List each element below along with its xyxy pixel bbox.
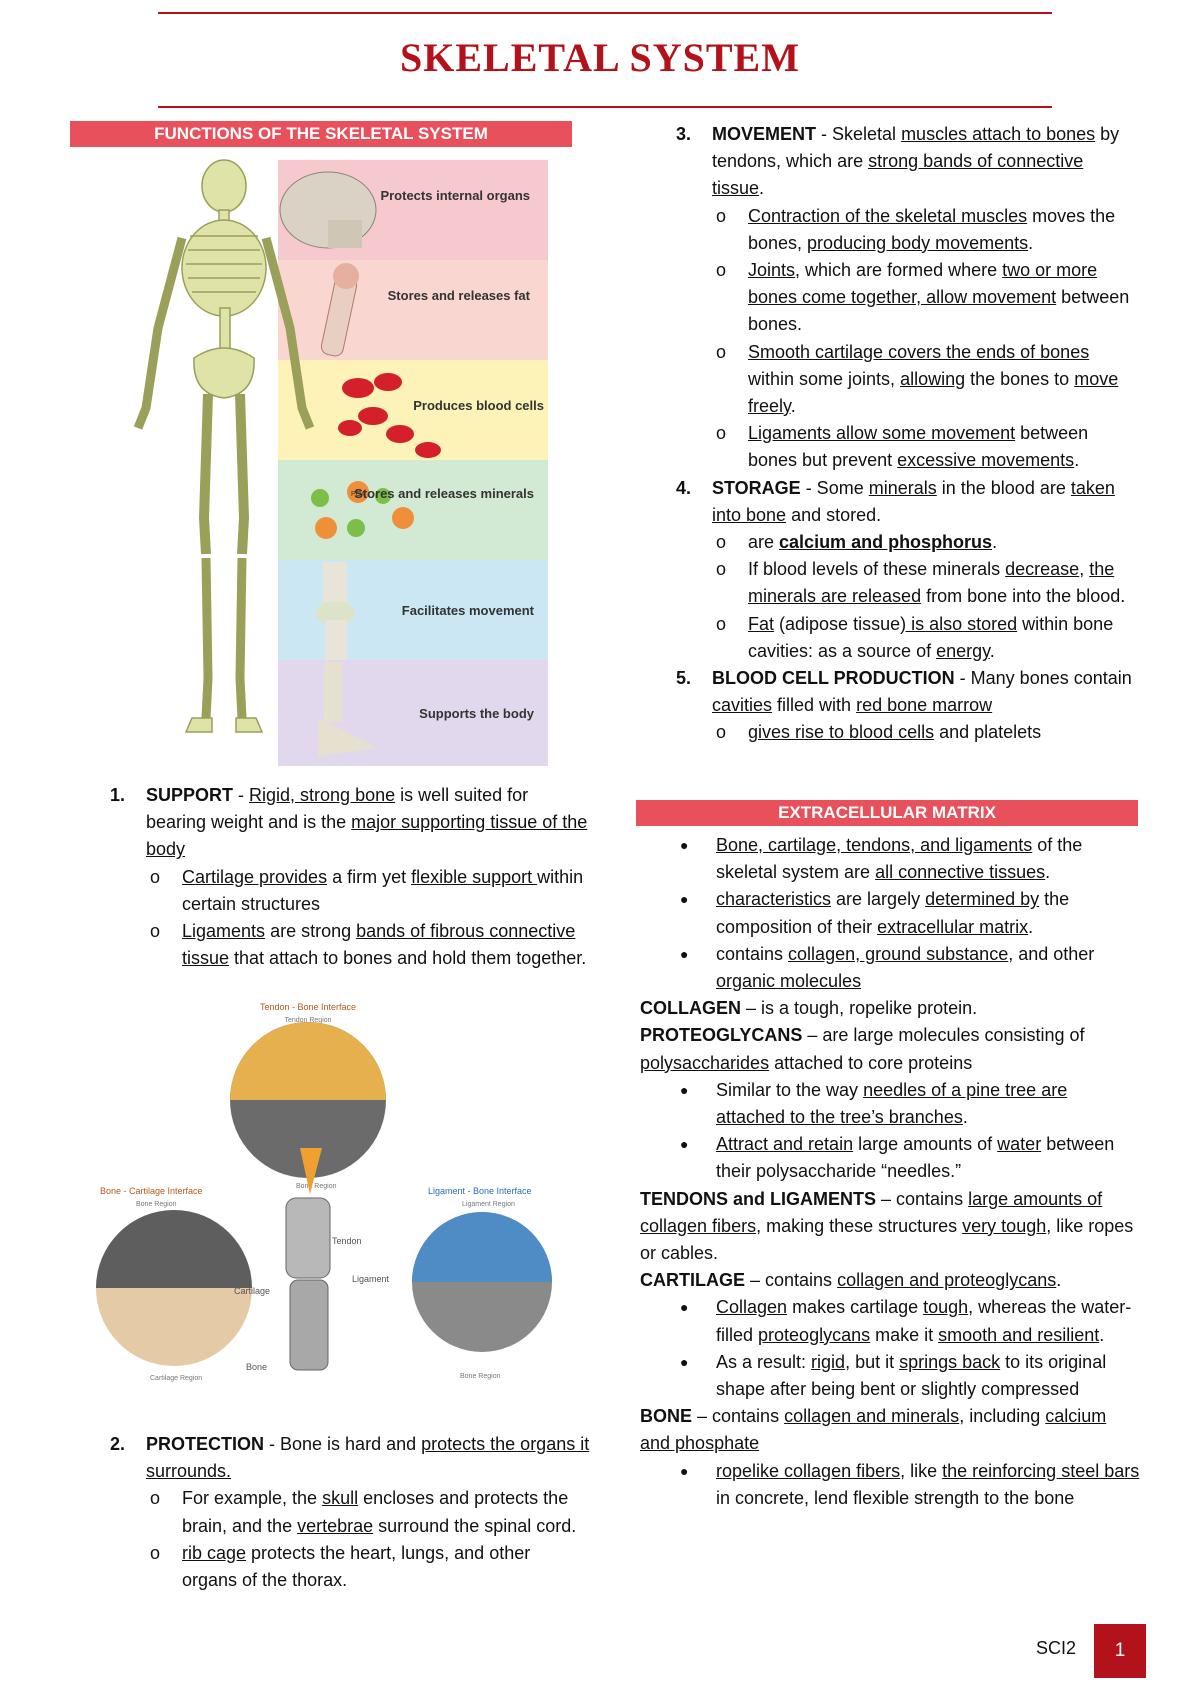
foot-icon [318,662,378,756]
storage-item: 4.STORAGE - Some minerals in the blood a… [676,477,1115,525]
skeleton-figure [133,159,315,733]
tendon-region-label: Tendon Region [284,1017,331,1024]
interface-figure: Tendon - Bone Interface Tendon Region Bo… [96,1002,552,1382]
bone-region-right: Bone Region [460,1373,501,1380]
tendon-label: Tendon [332,1236,362,1246]
bone-cartilage-label: Bone - Cartilage Interface [100,1186,203,1196]
matrix-section: ●Bone, cartilage, tendons, and ligaments… [640,835,1140,1508]
label-fat: Stores and releases fat [388,288,531,303]
footer-label: SCI2 [1036,1638,1077,1658]
mineral-tag: PO4 [351,491,365,498]
skull-icon [279,171,377,249]
ligament-bone-label: Ligament - Bone Interface [428,1186,532,1196]
functions-banner: FUNCTIONS OF THE SKELETAL SYSTEM [70,121,572,147]
label-blood: Produces blood cells [413,398,544,413]
minerals-icon [311,481,414,539]
knee-icon [315,562,355,660]
bone-region-left: Bone Region [136,1201,177,1208]
bone-icon [320,263,359,357]
support-section: 1.SUPPORT - Rigid, strong bone is well s… [110,785,588,969]
title-rule [158,106,1052,108]
ligament-region-label: Ligament Region [462,1201,515,1208]
page-number: 1 [1094,1624,1146,1678]
movement-item: 3.MOVEMENT - Skeletal muscles attach to … [676,124,1120,199]
label-supports: Supports the body [419,706,535,721]
blood-cells-icon [338,373,441,458]
blood-item: 5.BLOOD CELL PRODUCTION - Many bones con… [676,668,1132,716]
bone-region-top: Bone Region [296,1183,337,1190]
page-title: SKELETAL SYSTEM [400,35,800,80]
knee-joint-drawing [285,1148,331,1371]
ligament-label: Ligament [352,1274,390,1284]
cartilage-label: Cartilage [234,1286,270,1296]
label-protects: Protects internal organs [380,188,530,203]
cartilage-region-label: Cartilage Region [150,1375,202,1382]
top-rule [158,12,1052,14]
tendon-bone-label: Tendon - Bone Interface [260,1002,356,1012]
label-minerals: Stores and releases minerals [354,486,534,501]
matrix-banner: EXTRACELLULAR MATRIX [636,800,1138,826]
right-top-sections: 3.MOVEMENT - Skeletal muscles attach to … [636,121,1138,747]
bone-label: Bone [246,1362,267,1372]
functions-figure: Protects internal organs Stores and rele… [133,159,548,766]
label-movement: Facilitates movement [402,603,535,618]
protection-section: 2.PROTECTION - Bone is hard and protects… [110,1434,590,1591]
